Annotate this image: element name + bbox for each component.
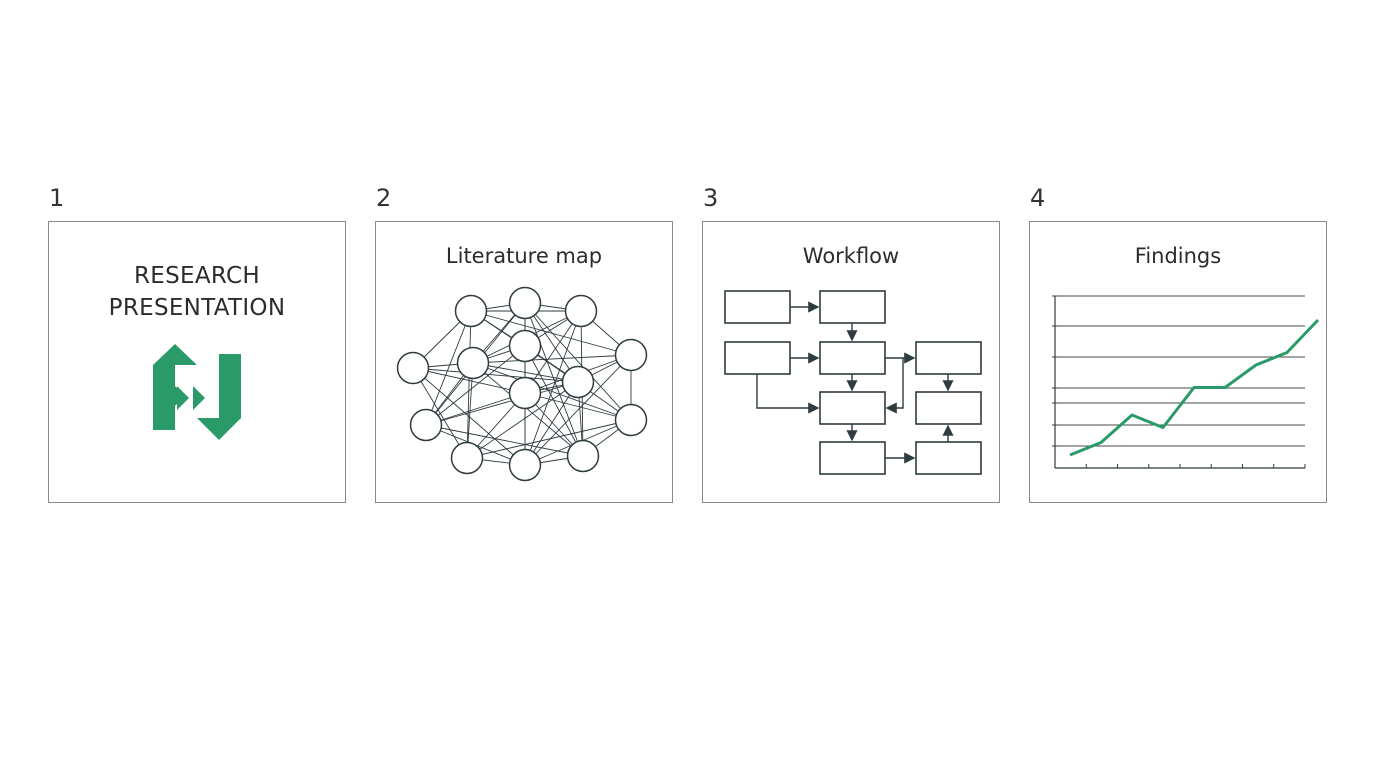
network-edge (466, 419, 632, 459)
network-edge (472, 354, 632, 364)
flow-box (819, 441, 886, 475)
panel-title-slide[interactable]: RESEARCH PRESENTATION (48, 221, 346, 503)
panel-number-2: 2 (376, 184, 392, 212)
network-node (508, 286, 542, 320)
flow-box (724, 341, 791, 375)
network-edge (425, 392, 526, 426)
network-edge (466, 310, 472, 459)
flow-box (819, 391, 886, 425)
network-node (409, 408, 443, 442)
network-edge (425, 424, 584, 457)
flow-box (724, 290, 791, 324)
network-edge (425, 345, 526, 426)
panel-number-4: 4 (1030, 184, 1046, 212)
network-edge (472, 362, 579, 383)
flow-box (915, 391, 982, 425)
network-edge (412, 367, 468, 459)
flow-arrow (756, 374, 820, 414)
network-edge (524, 310, 582, 466)
title-line-1: RESEARCH (134, 263, 260, 289)
green-hexagon-logo-icon (153, 344, 241, 440)
network-node (614, 338, 648, 372)
findings-title: Findings (1134, 244, 1222, 268)
network-node (614, 403, 648, 437)
network-edge (524, 302, 584, 457)
network-edge (524, 310, 582, 394)
network-node (508, 448, 542, 482)
panel-literature-map[interactable]: Literature map (375, 221, 673, 503)
flow-box (819, 290, 886, 324)
network-node (454, 294, 488, 328)
flowchart-diagram (724, 290, 982, 475)
network-edge (524, 392, 632, 421)
network-node (564, 294, 598, 328)
network-edge (425, 381, 579, 426)
network-node (508, 376, 542, 410)
network-edge (524, 381, 579, 466)
flow-arrow (885, 358, 904, 414)
network-edge (524, 302, 632, 421)
title-line-2: PRESENTATION (108, 295, 286, 321)
network-node (561, 365, 595, 399)
flow-box (915, 441, 982, 475)
network-edge (524, 345, 584, 457)
flow-box (915, 341, 982, 375)
network-edge (425, 310, 472, 426)
network-edge (524, 354, 632, 466)
findings-line-chart (1052, 295, 1320, 469)
network-node (396, 351, 430, 385)
panel-findings[interactable]: Findings (1029, 221, 1327, 503)
network-node (566, 439, 600, 473)
findings-series-line (1069, 318, 1320, 457)
network-edge (472, 362, 584, 457)
network-edge (412, 367, 526, 394)
network-edge (470, 310, 632, 356)
panel-number-1: 1 (49, 184, 65, 212)
network-edge (412, 367, 579, 383)
presentation-title: RESEARCH PRESENTATION (49, 260, 345, 324)
network-node (508, 329, 542, 363)
network-node (450, 441, 484, 475)
network-node (456, 346, 490, 380)
panel-number-3: 3 (703, 184, 719, 212)
network-graph-diagram (396, 286, 648, 482)
panel-workflow[interactable]: Workflow (702, 221, 1000, 503)
workflow-title: Workflow (802, 244, 900, 268)
flow-box (819, 341, 886, 375)
network-edge (466, 381, 579, 459)
network-edge (472, 362, 632, 421)
literature-map-title: Literature map (445, 244, 603, 268)
